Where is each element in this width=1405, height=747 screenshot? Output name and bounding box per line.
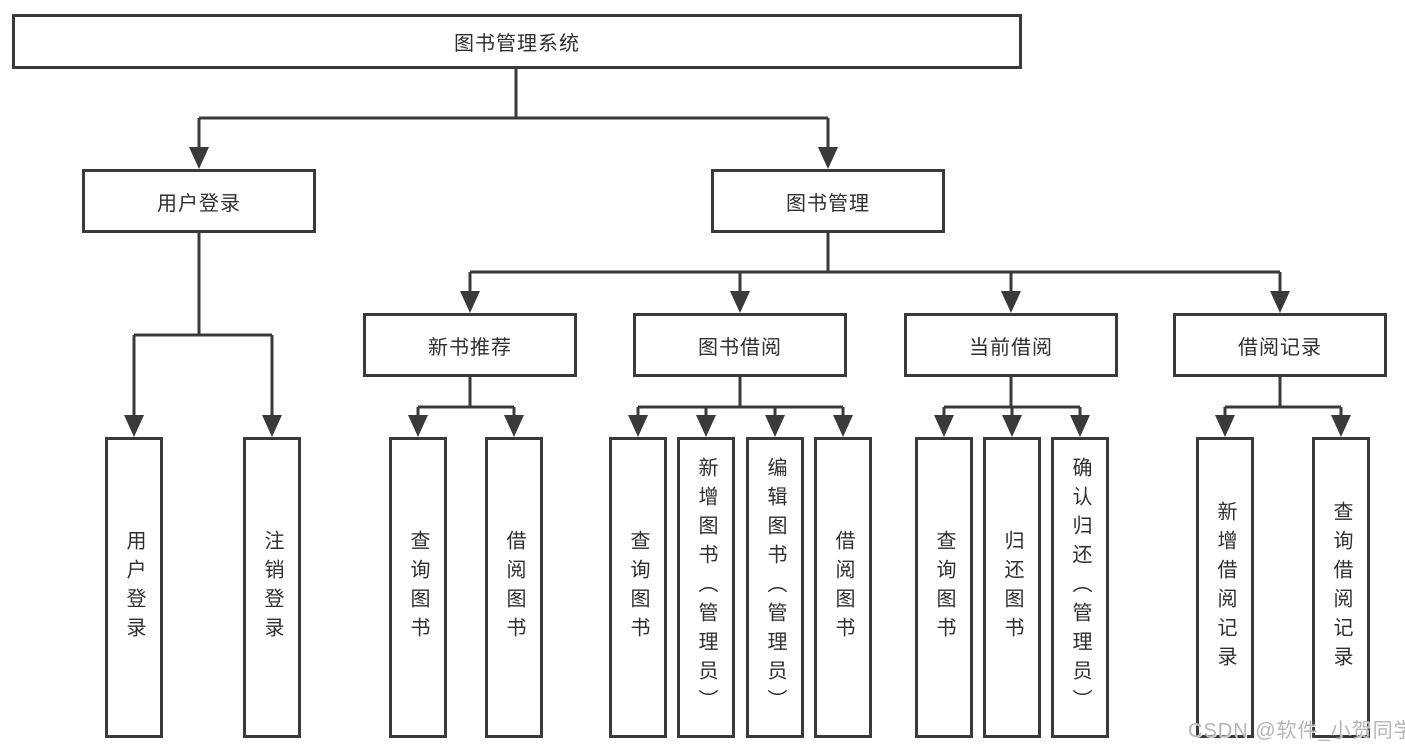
node-label: 当前借阅 — [969, 336, 1053, 359]
leaf-current-confirm-return-admin: 确认归还（管理员） — [1051, 437, 1109, 738]
leaf-label: 归还图书 — [1001, 529, 1023, 646]
arrowhead — [730, 291, 750, 313]
arrowhead — [818, 147, 838, 169]
arrowhead — [408, 415, 428, 437]
node-label: 图书借阅 — [698, 336, 782, 359]
node-new-book-recommend: 新书推荐 — [363, 313, 577, 377]
leaf-label: 借阅图书 — [832, 529, 854, 646]
arrowhead — [262, 415, 282, 437]
leaf-records-query-borrow-record: 查询借阅记录 — [1312, 437, 1370, 738]
leaf-current-return-books: 归还图书 — [983, 437, 1041, 738]
arrowhead — [1215, 415, 1235, 437]
csdn-watermark: CSDN @软件_小贺同学 — [1188, 720, 1405, 742]
node-library-management-system: 图书管理系统 — [12, 14, 1022, 69]
arrowhead — [504, 415, 524, 437]
arrowhead — [1331, 415, 1351, 437]
node-label: 用户登录 — [157, 192, 241, 215]
arrowhead — [1270, 291, 1290, 313]
leaf-current-query-books: 查询图书 — [915, 437, 973, 738]
arrowhead — [765, 415, 785, 437]
leaf-newrec-query-books: 查询图书 — [389, 437, 447, 738]
leaf-label: 查询借阅记录 — [1330, 500, 1352, 675]
arrowhead — [628, 415, 648, 437]
leaf-borrow-query-books: 查询图书 — [609, 437, 667, 738]
leaf-label: 确认归还（管理员） — [1069, 457, 1091, 718]
arrowhead — [696, 415, 716, 437]
node-label: 图书管理 — [786, 192, 870, 215]
leaf-label: 查询图书 — [407, 529, 429, 646]
leaf-label: 编辑图书（管理员） — [764, 457, 786, 718]
leaf-newrec-borrow-books: 借阅图书 — [485, 437, 543, 738]
node-borrow-records: 借阅记录 — [1173, 313, 1387, 377]
arrowhead — [833, 415, 853, 437]
node-label: 借阅记录 — [1238, 336, 1322, 359]
arrowhead — [1002, 415, 1022, 437]
leaf-label: 注销登录 — [261, 529, 283, 646]
arrowhead — [189, 147, 209, 169]
leaf-logout-login: 注销登录 — [243, 437, 301, 738]
leaf-label: 新增借阅记录 — [1214, 500, 1236, 675]
leaf-label: 用户登录 — [123, 529, 145, 646]
arrowhead — [934, 415, 954, 437]
node-current-borrow: 当前借阅 — [904, 313, 1118, 377]
leaf-borrow-add-books-admin: 新增图书（管理员） — [677, 437, 735, 738]
arrowhead — [1001, 291, 1021, 313]
leaf-records-add-borrow-record: 新增借阅记录 — [1196, 437, 1254, 738]
arrowhead — [1070, 415, 1090, 437]
node-label: 图书管理系统 — [454, 33, 580, 55]
node-label: 新书推荐 — [428, 336, 512, 359]
node-book-borrow: 图书借阅 — [633, 313, 847, 377]
arrowhead — [460, 291, 480, 313]
leaf-user-login: 用户登录 — [105, 437, 163, 738]
leaf-label: 查询图书 — [933, 529, 955, 646]
leaf-borrow-edit-books-admin: 编辑图书（管理员） — [746, 437, 804, 738]
leaf-label: 新增图书（管理员） — [695, 457, 717, 718]
leaf-label: 借阅图书 — [503, 529, 525, 646]
arrowhead — [124, 415, 144, 437]
leaf-borrow-borrow-books: 借阅图书 — [814, 437, 872, 738]
node-book-management: 图书管理 — [711, 169, 945, 233]
leaf-label: 查询图书 — [627, 529, 649, 646]
connector-path — [132, 69, 1343, 419]
node-user-login: 用户登录 — [82, 169, 316, 233]
